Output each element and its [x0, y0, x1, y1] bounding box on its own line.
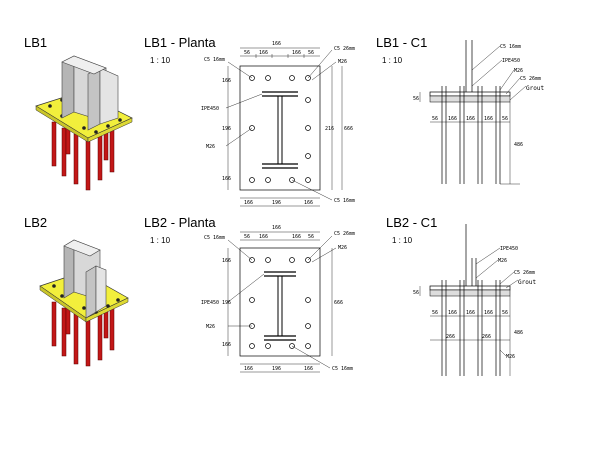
svg-text:56: 56: [308, 234, 314, 240]
svg-text:M26: M26: [206, 324, 215, 330]
lb1-plan-bolts: [249, 75, 311, 183]
svg-text:M26: M26: [338, 59, 347, 65]
svg-text:166: 166: [292, 50, 301, 56]
svg-text:56: 56: [308, 50, 314, 56]
svg-text:266: 266: [446, 334, 455, 340]
svg-text:56: 56: [432, 116, 438, 122]
svg-text:C5 16mm: C5 16mm: [204, 235, 225, 241]
svg-text:56: 56: [244, 234, 250, 240]
scale-lb1-planta: 1 : 10: [150, 56, 171, 65]
svg-text:C5 26mm: C5 26mm: [514, 270, 535, 276]
svg-text:196: 196: [272, 366, 281, 372]
svg-text:IPE450: IPE450: [500, 246, 518, 252]
detail-title-lb2: LB2: [24, 215, 48, 230]
lb2-plan-labels: 166 56 166 166 56 166 196 166 C5 26mm M2…: [201, 225, 355, 372]
svg-text:56: 56: [502, 116, 508, 122]
svg-text:216: 216: [325, 126, 334, 132]
lb1-section-bolts: [441, 86, 501, 184]
svg-text:486: 486: [514, 330, 523, 336]
lb1-plan: [225, 47, 343, 207]
svg-text:166: 166: [448, 310, 457, 316]
svg-text:C5 26mm: C5 26mm: [334, 46, 355, 52]
detail-title-lb1-c1: LB1 - C1: [376, 35, 428, 50]
svg-text:IPE450: IPE450: [201, 106, 219, 112]
svg-text:166: 166: [259, 50, 268, 56]
svg-text:666: 666: [334, 300, 343, 306]
svg-text:C5 16mm: C5 16mm: [334, 198, 355, 204]
svg-text:196: 196: [222, 300, 231, 306]
scale-lb2-c1: 1 : 10: [392, 236, 413, 245]
svg-text:M26: M26: [506, 354, 515, 360]
svg-text:M26: M26: [498, 258, 507, 264]
lb1-grout: [429, 95, 511, 103]
svg-text:56: 56: [502, 310, 508, 316]
lb2-anchor-bolts: [51, 293, 115, 367]
detail-title-lb1-planta: LB1 - Planta: [144, 35, 216, 50]
svg-text:166: 166: [466, 116, 475, 122]
lb1-plan-plate: [239, 65, 321, 191]
svg-text:M26: M26: [206, 144, 215, 150]
scale-lb2-planta: 1 : 10: [150, 236, 171, 245]
lb1-grout-label: Grout: [526, 85, 544, 92]
svg-text:C5 16mm: C5 16mm: [332, 366, 353, 372]
svg-text:166: 166: [272, 225, 281, 231]
svg-text:196: 196: [272, 200, 281, 206]
svg-text:C5 16mm: C5 16mm: [204, 57, 225, 63]
lb2-plan-bolts: [249, 257, 311, 349]
svg-text:166: 166: [244, 200, 253, 206]
svg-text:56: 56: [432, 310, 438, 316]
svg-text:166: 166: [448, 116, 457, 122]
svg-text:166: 166: [222, 258, 231, 264]
detail-title-lb2-planta: LB2 - Planta: [144, 215, 216, 230]
svg-text:IPE450: IPE450: [201, 300, 219, 306]
svg-text:C5 16mm: C5 16mm: [500, 44, 521, 50]
lb2-section-bolts: [441, 280, 501, 376]
svg-text:166: 166: [222, 342, 231, 348]
svg-text:56: 56: [413, 96, 419, 102]
detail-title-lb2-c1: LB2 - C1: [386, 215, 438, 230]
lb2-plan-plate: [239, 247, 321, 357]
svg-text:166: 166: [466, 310, 475, 316]
lb2-section: [419, 224, 519, 376]
svg-text:56: 56: [413, 290, 419, 296]
svg-text:166: 166: [222, 176, 231, 182]
svg-text:166: 166: [484, 310, 493, 316]
svg-text:M26: M26: [338, 245, 347, 251]
svg-text:C5 26mm: C5 26mm: [520, 76, 541, 82]
svg-text:166: 166: [259, 234, 268, 240]
detail-title-lb1: LB1: [24, 35, 48, 50]
lb1-anchor-bolts: [51, 113, 115, 191]
svg-text:486: 486: [514, 142, 523, 148]
lb1-isometric: [35, 55, 133, 191]
svg-text:166: 166: [304, 366, 313, 372]
svg-text:C5 26mm: C5 26mm: [334, 231, 355, 237]
svg-text:166: 166: [244, 366, 253, 372]
lb2-plan: [227, 231, 337, 373]
svg-text:166: 166: [222, 78, 231, 84]
svg-text:166: 166: [484, 116, 493, 122]
lb2-section-labels: IPE450 M26 C5 26mm Grout 56 56 166 166 1…: [413, 246, 536, 360]
lb2-grout: [429, 289, 511, 297]
svg-text:266: 266: [482, 334, 491, 340]
lb1-dim-top: 166: [272, 41, 281, 47]
scale-lb1-c1: 1 : 10: [382, 56, 403, 65]
lb1-section: [419, 40, 527, 185]
svg-text:56: 56: [244, 50, 250, 56]
lb2-isometric: [39, 239, 129, 367]
lb2-grout-label: Grout: [518, 279, 536, 286]
svg-text:666: 666: [344, 126, 353, 132]
svg-text:166: 166: [304, 200, 313, 206]
lb1-section-labels: C5 16mm IPE450 M26 C5 26mm Grout 56 56 1…: [413, 44, 544, 148]
lb1-plan-labels: 166 56 166 166 56 166 196 166 C5 26mm M2…: [201, 41, 355, 206]
svg-text:M26: M26: [514, 68, 523, 74]
svg-text:IPE450: IPE450: [502, 58, 520, 64]
svg-text:196: 196: [222, 126, 231, 132]
svg-text:166: 166: [292, 234, 301, 240]
